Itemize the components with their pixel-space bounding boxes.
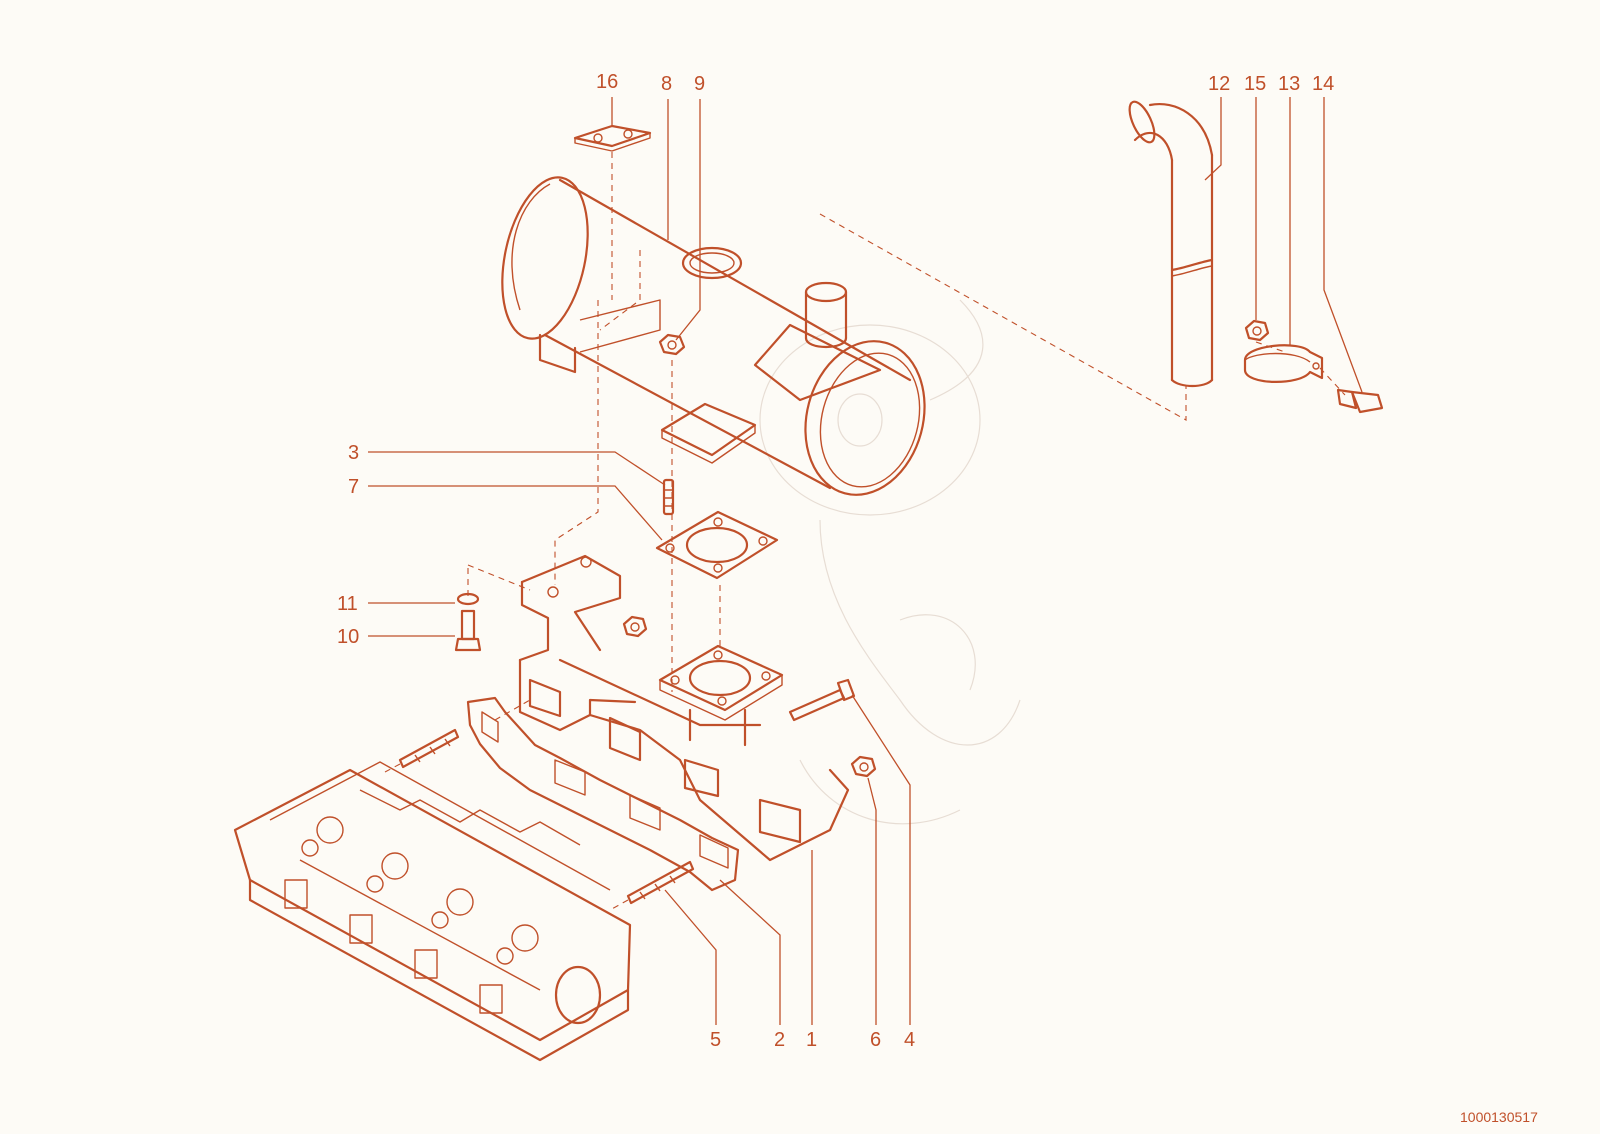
nut-9 xyxy=(658,333,686,356)
callout-11: 11 xyxy=(337,593,358,615)
bolt-4 xyxy=(788,678,856,722)
callout-2: 2 xyxy=(774,1029,785,1051)
assembly-lines xyxy=(384,152,1346,911)
callout-15: 15 xyxy=(1244,73,1266,95)
watermark-mascot xyxy=(759,299,1021,825)
callout-12: 12 xyxy=(1208,73,1230,95)
bolt-14 xyxy=(1336,388,1384,414)
tail-pipe-12 xyxy=(1128,100,1214,388)
bolt-10 xyxy=(454,609,482,652)
callout-7: 7 xyxy=(348,476,359,498)
leader-lines xyxy=(368,97,1363,1025)
nut-15 xyxy=(1244,319,1270,342)
callout-8: 8 xyxy=(661,73,672,95)
callout-10: 10 xyxy=(337,626,359,648)
clamp-13 xyxy=(1243,344,1324,383)
callout-labels: 16 8 9 12 15 13 14 3 7 11 10 5 2 1 6 4 xyxy=(337,71,1334,1051)
callout-5: 5 xyxy=(710,1029,721,1051)
gasket-7 xyxy=(655,510,779,580)
drawing-number: 1000130517 xyxy=(1460,1109,1538,1125)
gasket-2 xyxy=(466,696,740,892)
callout-6: 6 xyxy=(870,1029,881,1051)
stud-5-lower xyxy=(626,860,695,905)
callout-14: 14 xyxy=(1312,73,1334,95)
nut-6 xyxy=(850,755,877,778)
callout-13: 13 xyxy=(1278,73,1300,95)
callout-1: 1 xyxy=(806,1029,817,1051)
muffler xyxy=(501,176,926,496)
callout-16: 16 xyxy=(596,71,618,93)
callout-4: 4 xyxy=(904,1029,915,1051)
callout-9: 9 xyxy=(694,73,705,95)
callout-3: 3 xyxy=(348,442,359,464)
muffler-flange xyxy=(660,402,757,464)
exhaust-manifold-1 xyxy=(518,554,850,862)
cylinder-head xyxy=(233,761,632,1062)
stud-5-upper xyxy=(398,728,460,769)
nut-bracket xyxy=(622,615,648,638)
plate-16 xyxy=(573,124,652,152)
